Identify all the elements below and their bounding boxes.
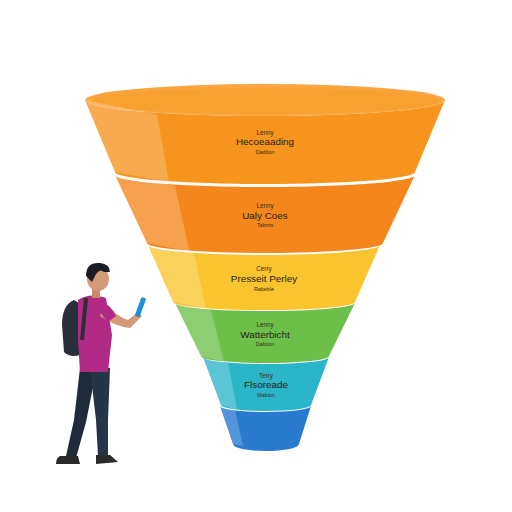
band-title: Flsoreade	[203, 379, 329, 391]
band-subtext: Cerry	[148, 265, 380, 273]
band-subtext: Dabtion	[175, 341, 355, 348]
band-text: TerryFlsoreadeMabion	[203, 372, 329, 399]
band-subtext: Lenny	[85, 129, 445, 137]
band-subtext: Terry	[203, 372, 329, 380]
band-text: CerryPresseit PerleyRabeble	[148, 265, 380, 292]
band-rim-inner	[91, 88, 439, 114]
band-title: Presseit Perley	[148, 273, 380, 285]
funnel-tip	[220, 406, 311, 451]
band-highlight	[203, 357, 237, 410]
band-highlight	[115, 175, 189, 252]
band-subtext: Lenny	[115, 202, 415, 210]
funnel-tip-highlight	[220, 406, 243, 446]
band-highlight	[148, 245, 206, 309]
band-subtext: Rabeble	[148, 286, 380, 293]
band-subtext: Lenny	[175, 321, 355, 329]
funnel-band: LennyHecoeaadingDadtion	[85, 84, 445, 184]
band-subtext: Mabion	[203, 392, 329, 399]
band-highlight	[85, 100, 169, 182]
band-subtext: Dadtion	[85, 149, 445, 156]
band-title: Watterbicht	[175, 329, 355, 341]
band-title: Ualy Coes	[115, 210, 415, 222]
band-body	[115, 175, 415, 253]
band-body	[203, 357, 329, 411]
band-body	[175, 303, 355, 363]
band-text: LennyHecoeaadingDadtion	[85, 129, 445, 156]
person-figure	[56, 263, 146, 464]
band-text: LennyUaly CoesTabrtts	[115, 202, 415, 229]
band-body	[148, 245, 380, 310]
band-text: LennyWatterbichtDabtion	[175, 321, 355, 348]
band-subtext: Tabrtts	[115, 222, 415, 229]
band-highlight	[175, 303, 224, 362]
band-title: Hecoeaading	[85, 136, 445, 148]
